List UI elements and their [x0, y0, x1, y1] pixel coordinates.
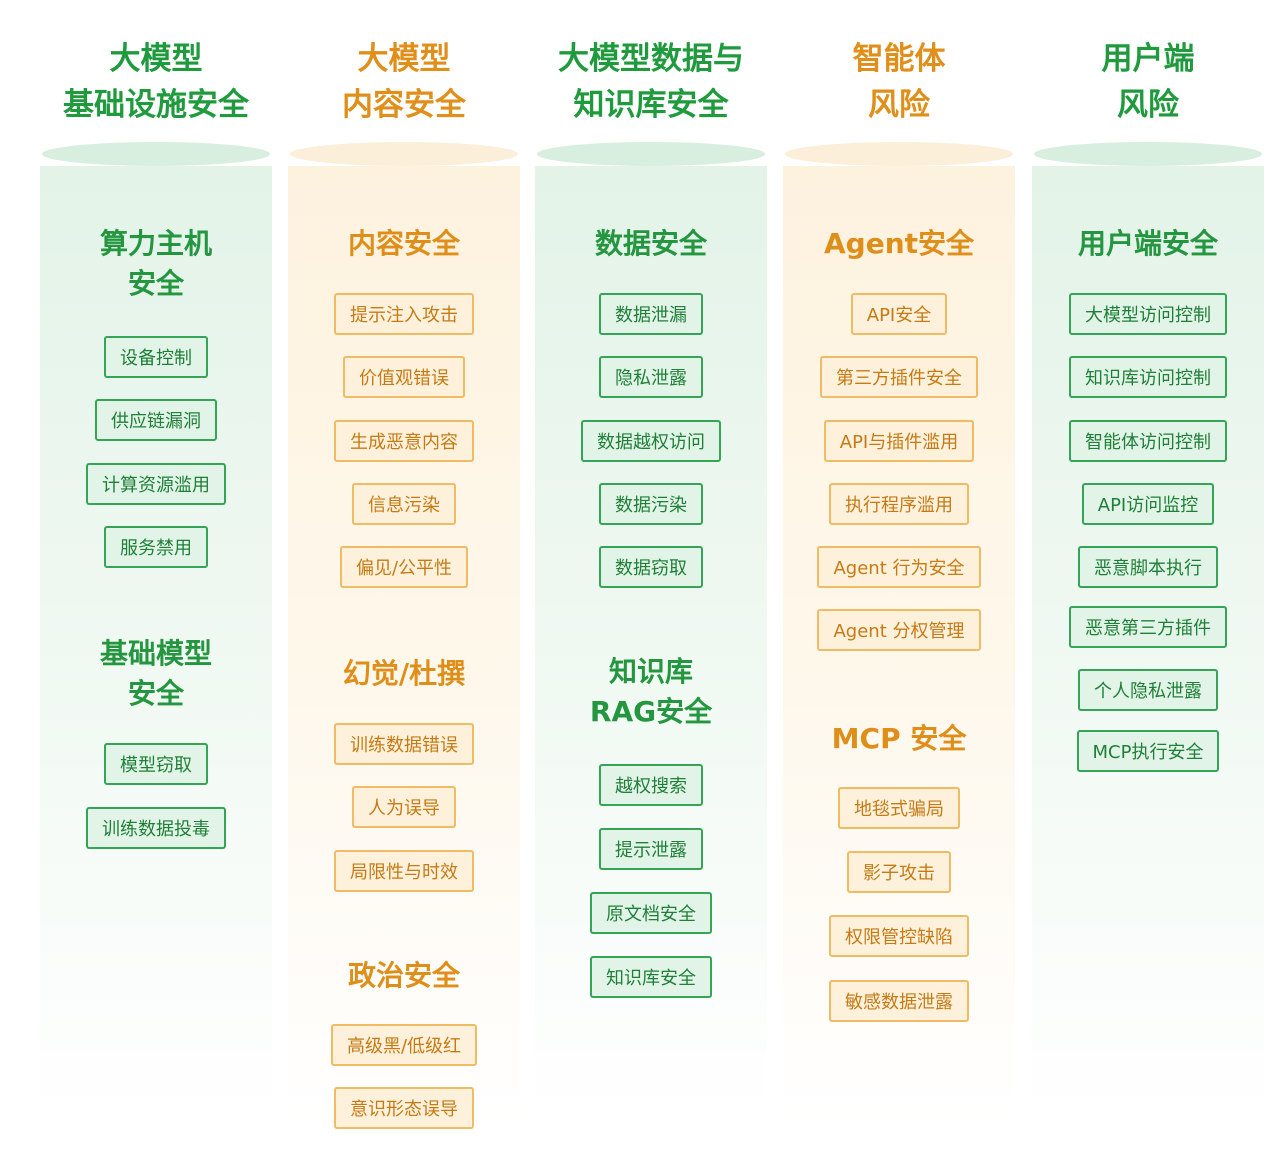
pillar-cap: [537, 142, 765, 166]
risk-tag: API安全: [783, 291, 1015, 337]
section-title: 用户端安全: [1077, 227, 1218, 260]
risk-tag: 敏感数据泄露: [783, 978, 1015, 1024]
section-title: MCP 安全: [831, 722, 967, 755]
risk-tag: 隐私泄露: [535, 354, 767, 400]
column-user-end: 用户端 风险 用户端安全 大模型访问控制 知识库访问控制 智能体访问控制 API…: [1032, 0, 1264, 1162]
risk-tag: API与插件滥用: [783, 418, 1015, 464]
risk-tag: 原文档安全: [535, 890, 767, 936]
risk-tag: 训练数据投毒: [40, 805, 272, 851]
column-data-knowledge: 大模型数据与 知识库安全 数据安全 数据泄漏 隐私泄露 数据越权访问 数据污染 …: [535, 0, 767, 1162]
risk-tag: 恶意脚本执行: [1032, 544, 1264, 590]
risk-tag: API访问监控: [1032, 481, 1264, 527]
column-infrastructure: 大模型 基础设施安全 算力主机 安全 设备控制 供应链漏洞 计算资源滥用 服务禁…: [40, 0, 272, 1162]
pillar-body: 数据安全 数据泄漏 隐私泄露 数据越权访问 数据污染 数据窃取 知识库 RAG安…: [535, 166, 767, 1126]
section-title: 知识库 RAG安全: [589, 655, 713, 728]
risk-tag: 个人隐私泄露: [1032, 667, 1264, 713]
column-title: 大模型 基础设施安全: [63, 41, 249, 123]
section-title: Agent安全: [823, 227, 975, 260]
risk-tag: 模型窃取: [40, 741, 272, 787]
risk-tag: 训练数据错误: [288, 721, 520, 767]
pillar-cap: [1034, 142, 1262, 166]
risk-tag: 供应链漏洞: [40, 397, 272, 443]
risk-tag: 数据泄漏: [535, 291, 767, 337]
risk-tag: 知识库安全: [535, 954, 767, 1000]
column-content: 大模型 内容安全 内容安全 提示注入攻击 价值观错误 生成恶意内容 信息污染 偏…: [288, 0, 520, 1162]
risk-tag: 人为误导: [288, 784, 520, 830]
section-title: 算力主机 安全: [99, 227, 212, 300]
risk-tag: Agent 分权管理: [783, 607, 1015, 653]
risk-tag: 数据污染: [535, 481, 767, 527]
risk-tag: 价值观错误: [288, 354, 520, 400]
risk-tag: 大模型访问控制: [1032, 291, 1264, 337]
pillar-cap: [42, 142, 270, 166]
risk-tag: Agent 行为安全: [783, 544, 1015, 590]
risk-tag: 智能体访问控制: [1032, 418, 1264, 464]
section-title: 政治安全: [347, 959, 460, 992]
risk-tag: 高级黑/低级红: [288, 1022, 520, 1068]
risk-tag: 计算资源滥用: [40, 461, 272, 507]
pillar-body: 用户端安全 大模型访问控制 知识库访问控制 智能体访问控制 API访问监控 恶意…: [1032, 166, 1264, 1126]
risk-tag: 服务禁用: [40, 524, 272, 570]
risk-tag: MCP执行安全: [1032, 728, 1264, 774]
pillar-body: 内容安全 提示注入攻击 价值观错误 生成恶意内容 信息污染 偏见/公平性 幻觉/…: [288, 166, 520, 1129]
risk-tag: 越权搜索: [535, 762, 767, 808]
risk-tag: 影子攻击: [783, 849, 1015, 895]
risk-tag: 提示注入攻击: [288, 291, 520, 337]
risk-tag: 数据窃取: [535, 544, 767, 590]
column-title: 用户端 风险: [1101, 41, 1195, 123]
section-title: 数据安全: [594, 227, 707, 260]
risk-tag: 执行程序滥用: [783, 481, 1015, 527]
section-title: 内容安全: [347, 227, 460, 260]
pillar-body: Agent安全 API安全 第三方插件安全 API与插件滥用 执行程序滥用 Ag…: [783, 166, 1015, 1126]
risk-tag: 权限管控缺陷: [783, 913, 1015, 959]
risk-tag: 生成恶意内容: [288, 418, 520, 464]
section-title: 幻觉/杜撰: [342, 657, 466, 690]
column-title: 大模型 内容安全: [342, 41, 466, 123]
pillar-body: 算力主机 安全 设备控制 供应链漏洞 计算资源滥用 服务禁用 基础模型 安全 模…: [40, 166, 272, 1126]
risk-tag: 偏见/公平性: [288, 544, 520, 590]
column-title: 智能体 风险: [852, 41, 946, 123]
risk-tag: 设备控制: [40, 334, 272, 380]
risk-tag: 提示泄露: [535, 826, 767, 872]
column-agent: 智能体 风险 Agent安全 API安全 第三方插件安全 API与插件滥用 执行…: [783, 0, 1015, 1162]
risk-tag: 恶意第三方插件: [1032, 604, 1264, 650]
risk-tag: 地毯式骗局: [783, 785, 1015, 831]
risk-tag: 信息污染: [288, 481, 520, 527]
risk-tag: 第三方插件安全: [783, 354, 1015, 400]
column-title: 大模型数据与 知识库安全: [558, 41, 744, 123]
section-title: 基础模型 安全: [99, 637, 212, 710]
pillar-cap: [290, 142, 518, 166]
risk-tag: 意识形态误导: [288, 1085, 520, 1131]
pillar-cap: [785, 142, 1013, 166]
risk-tag: 数据越权访问: [535, 418, 767, 464]
risk-tag: 知识库访问控制: [1032, 354, 1264, 400]
risk-tag: 局限性与时效: [288, 848, 520, 894]
